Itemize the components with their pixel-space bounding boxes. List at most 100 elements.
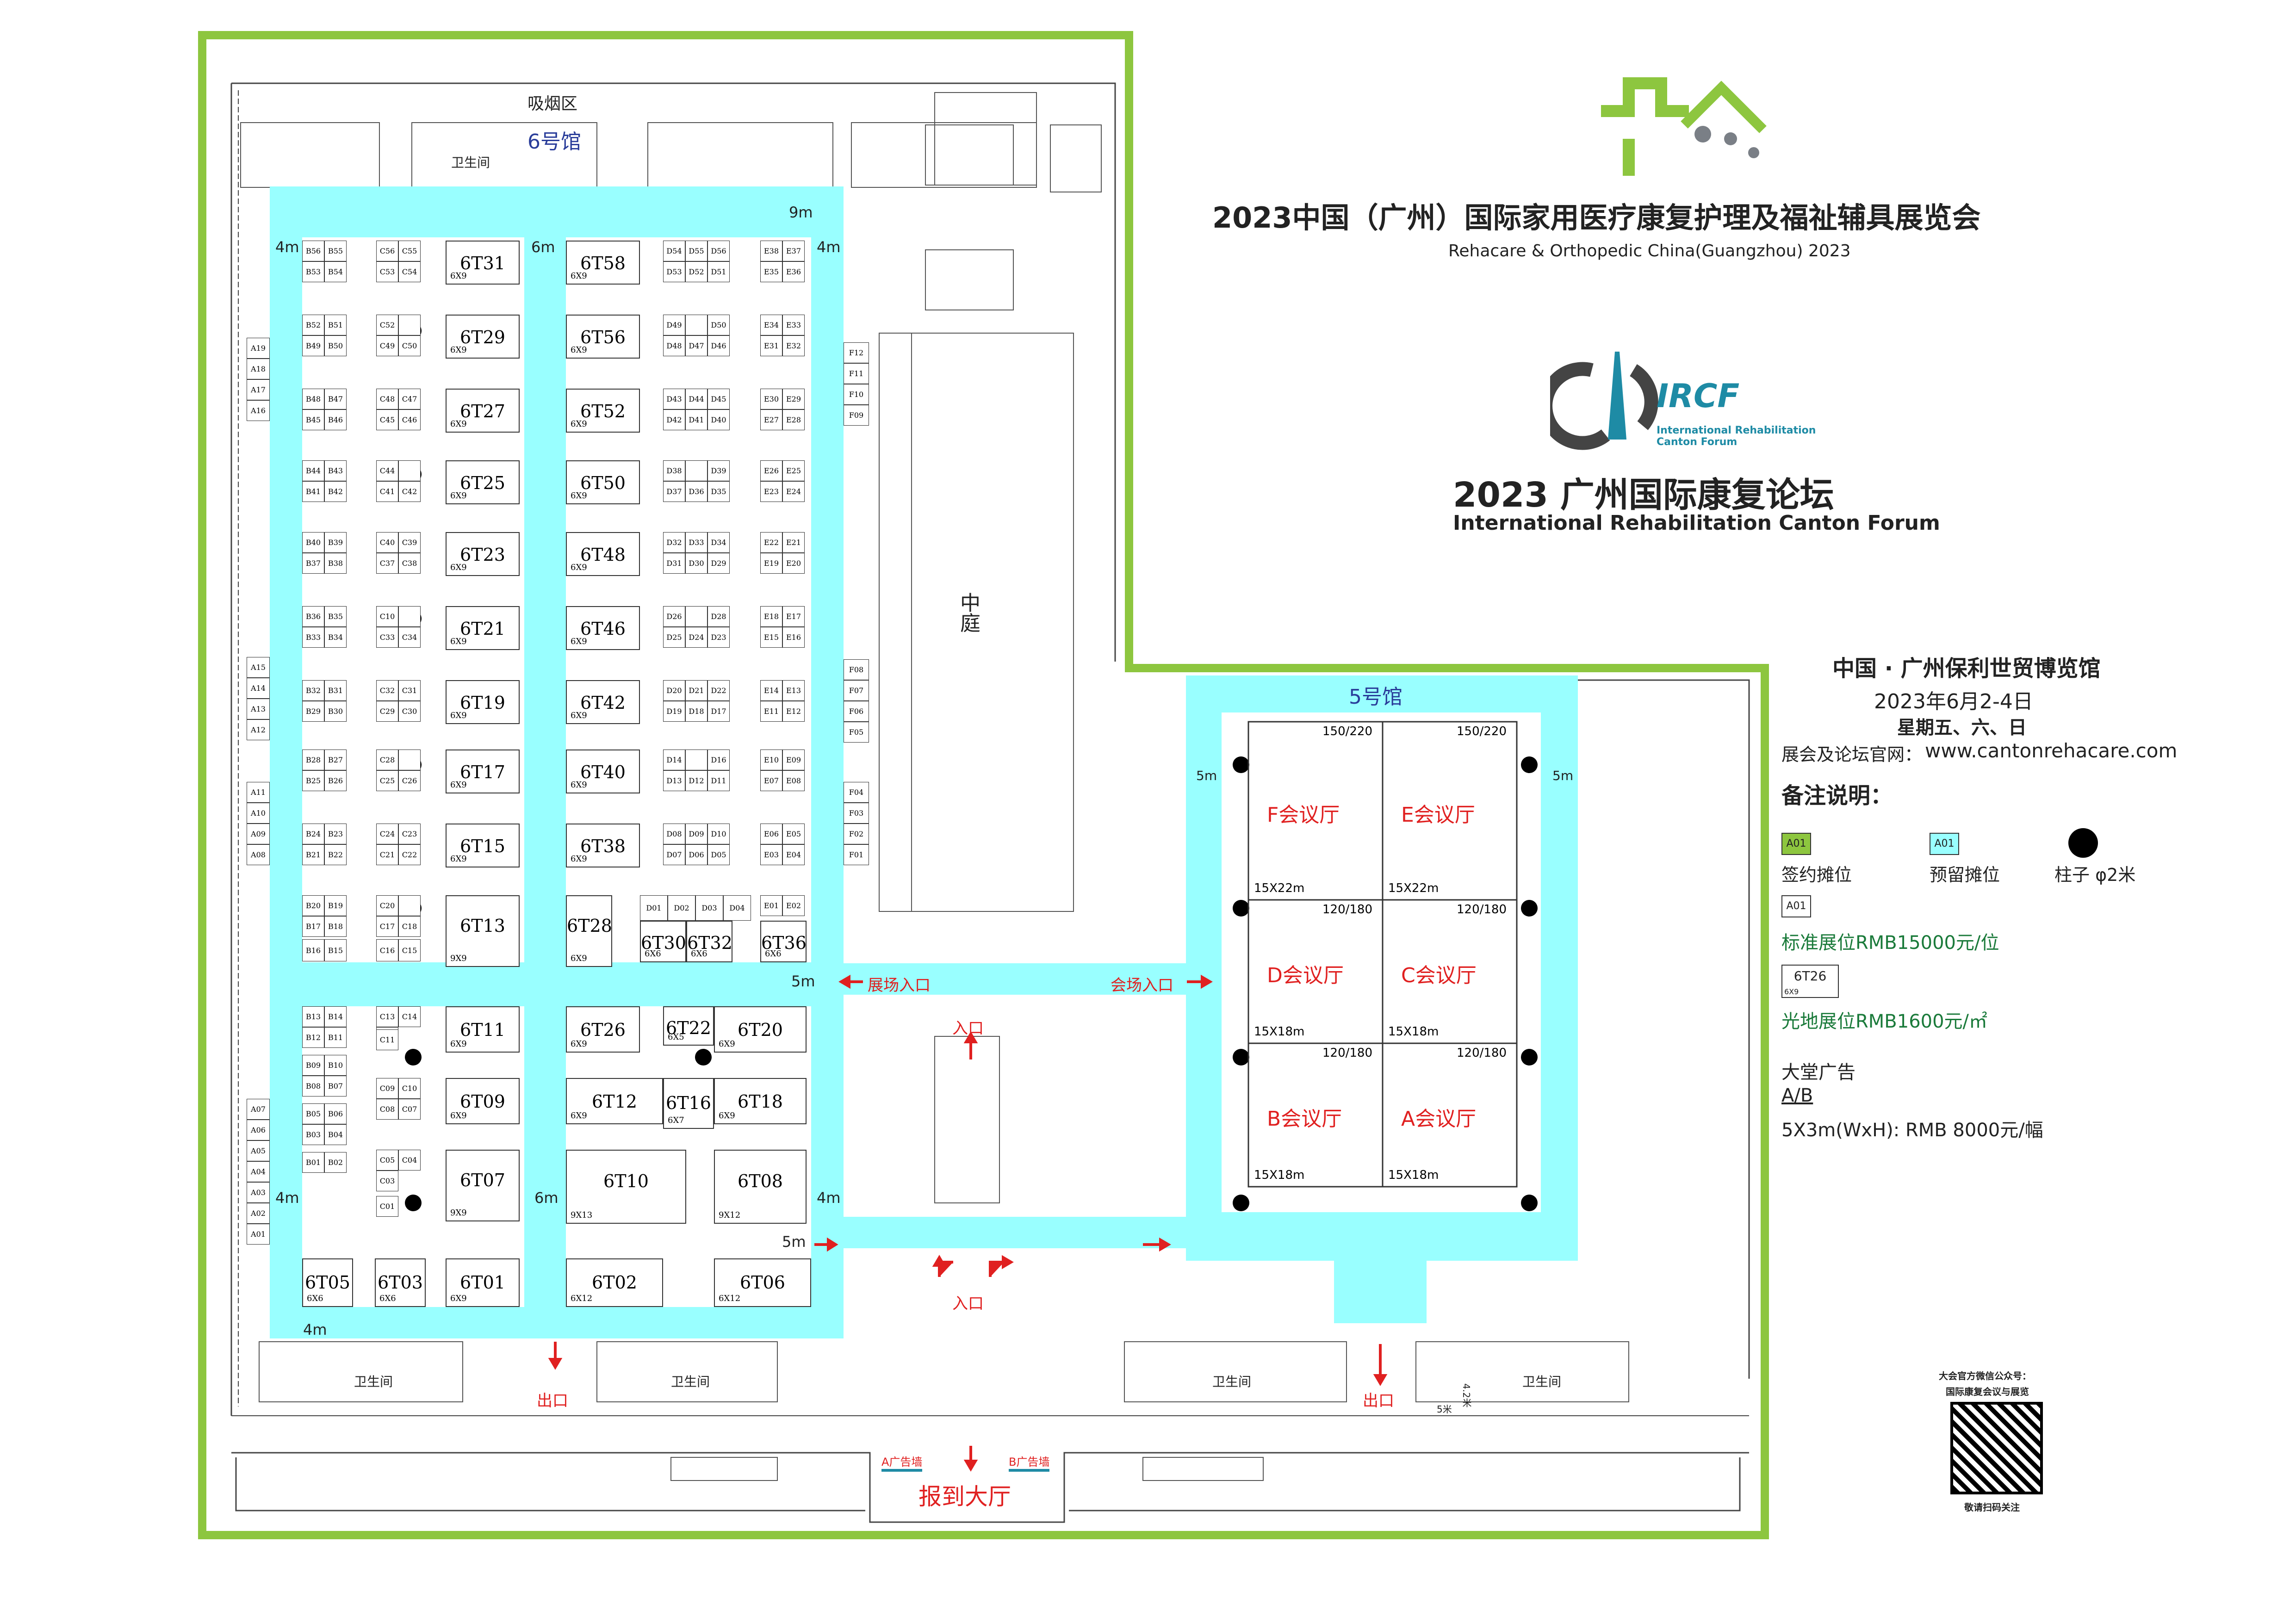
booth-b[interactable]: B46 [324, 409, 347, 430]
meeting-entry[interactable]: 会场入口 [1111, 976, 1173, 995]
booth-c[interactable] [398, 606, 421, 627]
booth-b[interactable]: B22 [324, 844, 347, 865]
booth-d[interactable]: D21 [685, 680, 707, 701]
booth-e[interactable]: E19 [760, 553, 782, 574]
booth-e[interactable]: E33 [782, 315, 805, 335]
booth-e[interactable]: E31 [760, 335, 782, 356]
booth-a[interactable]: A18 [247, 359, 270, 379]
booth-d[interactable]: D33 [685, 532, 707, 553]
booth-b[interactable]: B50 [324, 335, 347, 356]
booth-d[interactable]: D54 [663, 241, 685, 261]
booth-c[interactable]: C04 [398, 1150, 421, 1171]
booth-c[interactable]: C45 [376, 409, 398, 430]
booth-e[interactable]: E18 [760, 606, 782, 627]
booth-b[interactable]: B53 [302, 261, 324, 282]
booth-b[interactable]: B52 [302, 315, 324, 335]
exit-left[interactable]: 出口 [537, 1392, 568, 1410]
booth-c[interactable] [398, 895, 421, 916]
booth-e[interactable]: E22 [760, 532, 782, 553]
booth-c[interactable]: C01 [376, 1196, 398, 1217]
booth-b[interactable]: B31 [324, 680, 347, 701]
booth-b[interactable]: B54 [324, 261, 347, 282]
booth-b[interactable]: B27 [324, 750, 347, 770]
booth-a[interactable]: A17 [247, 379, 270, 400]
booth-d[interactable]: D20 [663, 680, 685, 701]
booth-b[interactable]: B30 [324, 701, 347, 722]
booth-d[interactable]: D06 [685, 844, 707, 865]
booth-e[interactable]: E01 [760, 895, 782, 916]
booth-d[interactable]: D29 [707, 553, 730, 574]
booth-a[interactable]: A10 [247, 803, 270, 824]
booth-b[interactable]: B45 [302, 409, 324, 430]
booth-c[interactable]: C48 [376, 389, 398, 409]
booth-d[interactable]: D09 [685, 824, 707, 844]
booth-e[interactable]: E03 [760, 844, 782, 865]
booth-e[interactable]: E20 [782, 553, 805, 574]
booth-e[interactable]: E37 [782, 241, 805, 261]
booth-b[interactable]: B26 [324, 770, 347, 791]
booth-c[interactable]: C14 [398, 1006, 421, 1027]
booth-c[interactable]: C31 [398, 680, 421, 701]
booth-a[interactable]: A12 [247, 719, 270, 740]
booth-b[interactable]: B35 [324, 606, 347, 627]
booth-b[interactable]: B25 [302, 770, 324, 791]
booth-d[interactable]: D24 [685, 627, 707, 648]
booth-c[interactable]: C18 [398, 916, 421, 937]
booth-c[interactable]: C46 [398, 409, 421, 430]
booth-e[interactable]: E35 [760, 261, 782, 282]
booth-e[interactable]: E28 [782, 409, 805, 430]
booth-b[interactable]: B08 [302, 1076, 324, 1096]
booth-a[interactable]: A01 [247, 1224, 270, 1245]
booth-e[interactable]: E09 [782, 750, 805, 770]
booth-c[interactable]: C40 [376, 532, 398, 553]
booth-e[interactable]: E06 [760, 824, 782, 844]
booth-e[interactable]: E34 [760, 315, 782, 335]
booth-b[interactable]: B12 [302, 1027, 324, 1048]
booth-e[interactable]: E36 [782, 261, 805, 282]
booth-a[interactable]: A13 [247, 699, 270, 719]
booth-b[interactable]: B18 [324, 916, 347, 937]
booth-e[interactable]: E14 [760, 680, 782, 701]
booth-e[interactable]: E25 [782, 460, 805, 481]
booth-d[interactable]: D36 [685, 481, 707, 502]
exit-right[interactable]: 出口 [1363, 1392, 1394, 1410]
booth-f[interactable]: F10 [844, 384, 869, 405]
booth-c[interactable]: C30 [398, 701, 421, 722]
booth-b[interactable]: B47 [324, 389, 347, 409]
booth-d[interactable]: D32 [663, 532, 685, 553]
booth-d[interactable]: D02 [668, 895, 695, 921]
booth-a[interactable]: A15 [247, 657, 270, 678]
booth-c[interactable]: C37 [376, 553, 398, 574]
booth-b[interactable]: B37 [302, 553, 324, 574]
booth-f[interactable]: F08 [844, 659, 869, 680]
booth-e[interactable]: E29 [782, 389, 805, 409]
booth-c[interactable]: C44 [376, 460, 398, 481]
booth-d[interactable]: D13 [663, 770, 685, 791]
qr-code[interactable] [1950, 1402, 2043, 1494]
booth-b[interactable]: B13 [302, 1006, 324, 1027]
booth-f[interactable]: F03 [844, 803, 869, 824]
booth-c[interactable]: C15 [398, 939, 421, 961]
booth-c[interactable] [398, 460, 421, 481]
booth-d[interactable] [685, 315, 707, 335]
booth-c[interactable]: C38 [398, 553, 421, 574]
booth-b[interactable]: B09 [302, 1055, 324, 1076]
booth-b[interactable]: B05 [302, 1103, 324, 1124]
booth-b[interactable]: B36 [302, 606, 324, 627]
booth-b[interactable]: B03 [302, 1124, 324, 1145]
booth-f[interactable]: F06 [844, 701, 869, 722]
booth-b[interactable]: B20 [302, 895, 324, 916]
booth-c[interactable]: C34 [398, 627, 421, 648]
